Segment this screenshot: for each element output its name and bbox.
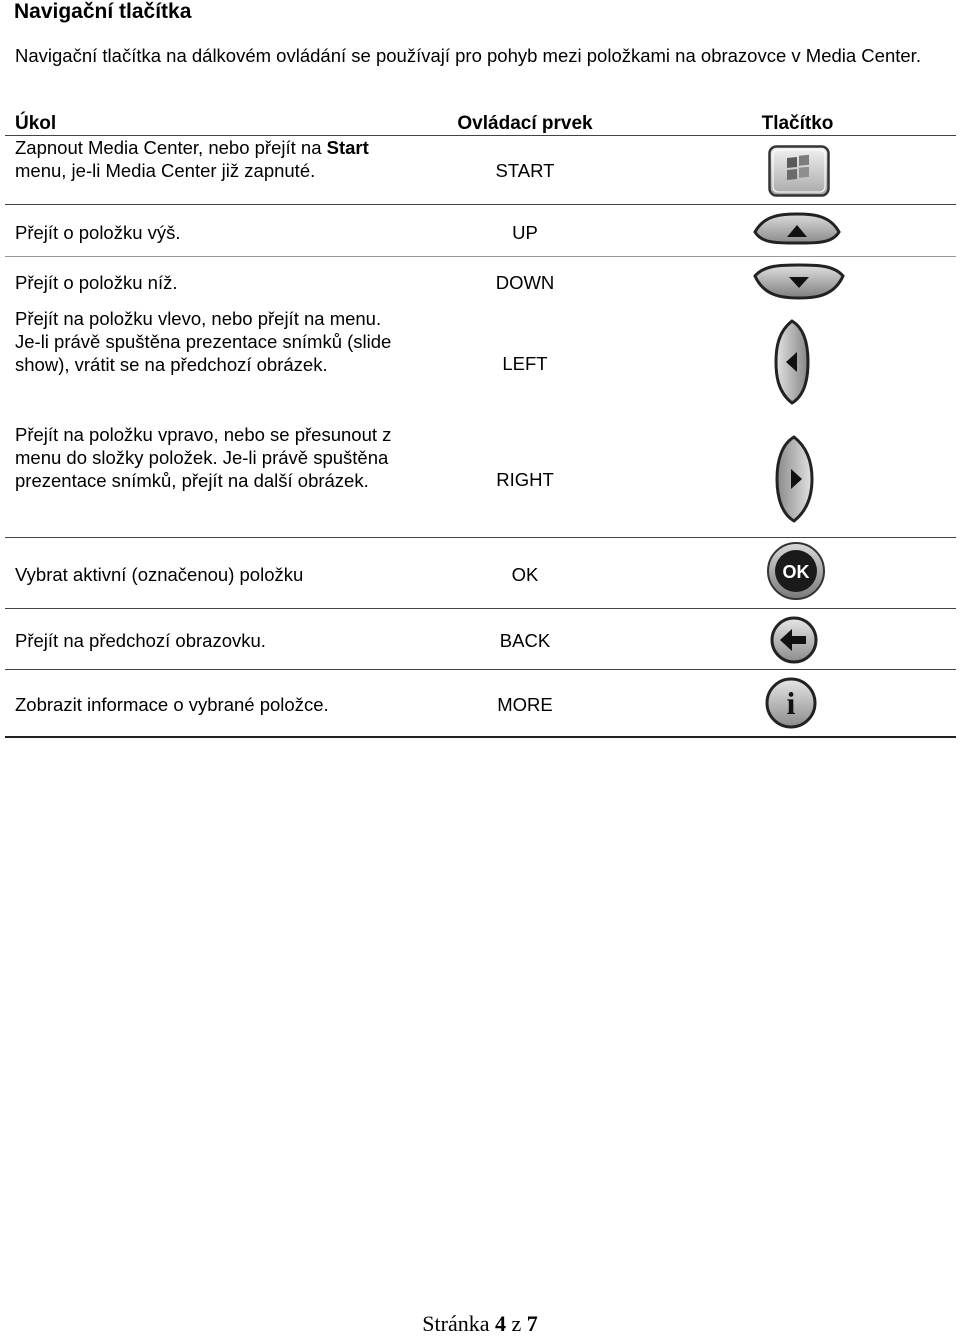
row-up-control: UP [512, 222, 538, 243]
row-left-task: Přejít na položku vlevo, nebo přejít na … [15, 308, 392, 375]
row-right-control: RIGHT [496, 469, 554, 490]
row-down-control: DOWN [495, 272, 555, 293]
windows-start-button-icon [768, 145, 830, 197]
ok-label: OK [783, 562, 810, 582]
ok-button-icon: OK [766, 541, 826, 601]
table-divider [5, 135, 956, 136]
row-start-task: Zapnout Media Center, nebo přejít na Sta… [15, 137, 369, 181]
page-title: Navigační tlačítka [14, 0, 192, 23]
down-arrow-button-icon [752, 259, 846, 301]
up-arrow-button-icon [752, 211, 842, 249]
row-start-control: START [495, 160, 555, 181]
page-number: Stránka 4 z 7 [422, 1311, 538, 1336]
header-button: Tlačítko [761, 113, 834, 134]
table-divider [5, 256, 956, 257]
info-label: i [787, 685, 796, 721]
left-arrow-button-icon [772, 318, 812, 406]
row-right-task: Přejít na položku vpravo, nebo se přesun… [15, 424, 392, 491]
row-down-task: Přejít o položku níž. [15, 272, 178, 293]
row-more-task: Zobrazit informace o vybrané položce. [15, 694, 329, 715]
info-button-icon: i [765, 677, 817, 729]
table-bottom-border [5, 736, 956, 738]
back-arrow-button-icon [770, 616, 818, 664]
row-ok-task: Vybrat aktivní (označenou) položku [15, 564, 304, 585]
intro-paragraph: Navigační tlačítka na dálkovém ovládání … [15, 45, 921, 66]
row-more-control: MORE [497, 694, 553, 715]
row-back-task: Přejít na předchozí obrazovku. [15, 630, 266, 651]
table-divider [5, 608, 956, 609]
table-divider [5, 669, 956, 670]
table-divider [5, 537, 956, 538]
header-control: Ovládací prvek [457, 113, 593, 134]
header-task: Úkol [15, 113, 57, 134]
row-back-control: BACK [499, 630, 551, 651]
row-left-control: LEFT [502, 353, 548, 374]
row-ok-control: OK [511, 564, 539, 585]
right-arrow-button-icon [772, 434, 816, 524]
table-divider [5, 204, 956, 205]
row-up-task: Přejít o položku výš. [15, 222, 181, 243]
